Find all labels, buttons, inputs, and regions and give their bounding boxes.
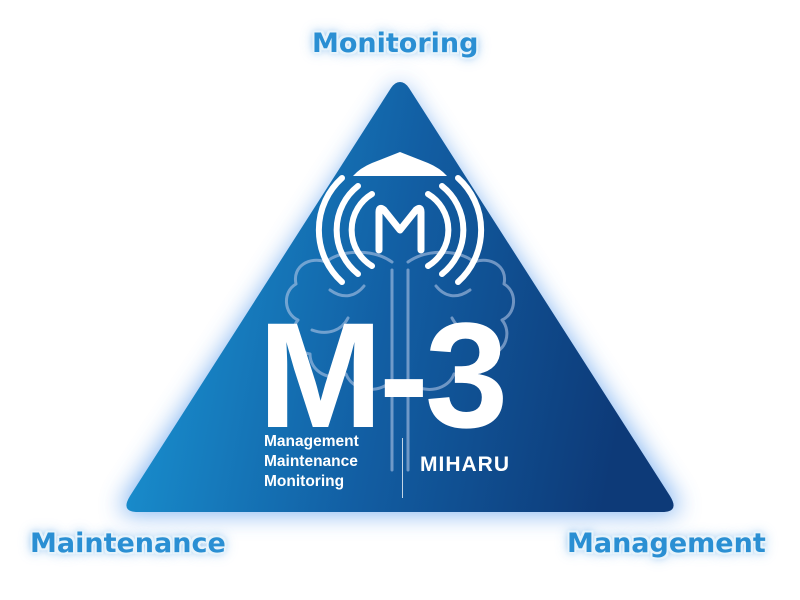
label-maintenance: Maintenance bbox=[30, 528, 226, 559]
logo-divider bbox=[402, 438, 403, 498]
logo-subtitle-list: Management Maintenance Monitoring bbox=[264, 432, 359, 492]
subtitle-line-management: Management bbox=[264, 433, 359, 450]
logo-title: M-3 bbox=[258, 291, 508, 459]
label-management: Management bbox=[567, 528, 766, 559]
label-monitoring: Monitoring bbox=[312, 28, 479, 59]
wireless-m-icon bbox=[315, 152, 485, 285]
subtitle-line-maintenance: Maintenance bbox=[264, 453, 358, 470]
roof-shape bbox=[353, 152, 447, 176]
subtitle-line-monitoring: Monitoring bbox=[264, 473, 345, 490]
triangle-body bbox=[126, 82, 674, 512]
brand-name: MIHARU bbox=[420, 453, 510, 476]
